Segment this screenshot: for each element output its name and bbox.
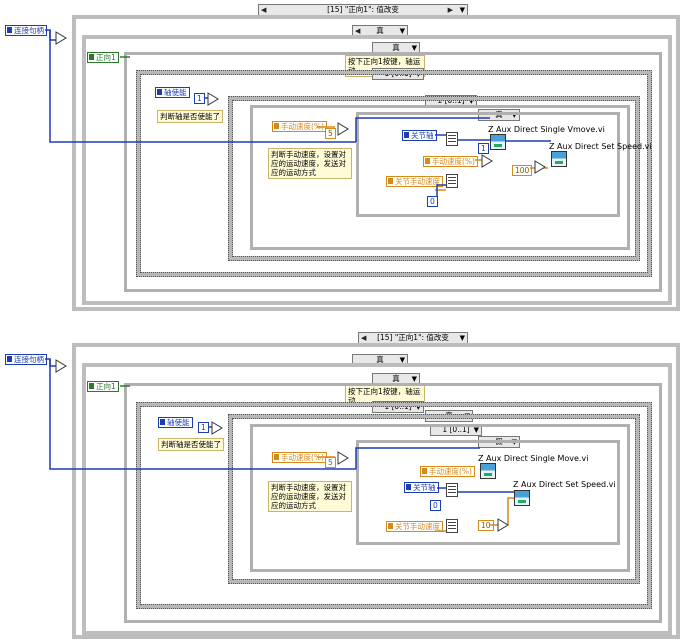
flat-sequence-frame-1	[136, 402, 652, 609]
case-structure-speed	[250, 105, 630, 250]
compare-node-group	[55, 31, 546, 174]
case-structure-speed	[250, 424, 630, 572]
comment-speed: 判断手动速度，设置对应的运动速度，发送对应的运动方式	[268, 481, 352, 512]
decrement-arrow-icon[interactable]: ◀	[261, 6, 267, 14]
case-structure-frame	[82, 363, 672, 635]
inner-case-frame	[356, 112, 620, 217]
joint-manual-speed-control[interactable]: 关节手动速度	[386, 521, 443, 532]
vi-move-icon[interactable]	[490, 134, 506, 150]
index-array-node[interactable]	[446, 132, 458, 146]
axis-enable-label: 轴使能	[164, 88, 187, 97]
compare-node-4	[481, 154, 493, 168]
axis-enable-constant[interactable]: 1	[198, 422, 209, 433]
connect-handle-label: 连接句柄	[14, 355, 44, 364]
chevron-down-icon[interactable]: ▼	[399, 356, 405, 364]
const-zero[interactable]: 0	[427, 196, 438, 207]
manual-speed-label-b: 手动速度(%)	[432, 157, 475, 166]
const-hundred[interactable]: 100	[512, 165, 533, 176]
chevron-down-icon[interactable]: ▼	[459, 334, 465, 342]
case-true-label-2: 真	[392, 374, 400, 383]
inner-case-frame	[356, 440, 620, 545]
joint-axis-label: 关节轴	[413, 483, 436, 492]
const-one[interactable]: 1	[478, 143, 489, 154]
event-structure-frame	[72, 15, 680, 311]
compare-node-5	[534, 160, 546, 174]
case-structure-inner	[124, 52, 662, 292]
joint-manual-speed-label: 关节手动速度	[395, 177, 440, 186]
forward-label: 正向1	[96, 53, 116, 62]
comment-axis: 判断轴是否使能了	[158, 438, 224, 451]
event-structure-frame	[72, 343, 680, 639]
compare-node-3	[337, 122, 349, 136]
vi-move-label: Z Aux Direct Single Vmove.vi	[488, 125, 605, 134]
case-true-label-2: 真	[392, 43, 400, 52]
chevron-down-icon[interactable]: ▼	[415, 403, 421, 411]
forward-control[interactable]: 正向1	[87, 52, 119, 63]
compare-node-group	[55, 359, 509, 532]
compare-node-2	[207, 92, 219, 106]
flat-sequence-frame-1	[136, 70, 652, 277]
manual-speed-control-b[interactable]: 手动速度(%)	[423, 156, 478, 167]
increment-arrow-icon[interactable]: ▶	[447, 6, 453, 14]
diagram-panel-top: ◀ [15] "正向1": 值改变 ▶ ▼ ◀ 真 ▼ 真 ▼ 按下正向1按键，…	[0, 0, 683, 318]
case-structure-frame	[82, 35, 672, 305]
compare-node-4	[497, 518, 509, 532]
flat-sequence-frame-2	[228, 96, 640, 261]
chevron-down-icon[interactable]: ▼	[473, 426, 479, 434]
joint-axis-label: 关节轴	[411, 131, 434, 140]
chevron-down-icon[interactable]: ▼	[511, 111, 517, 119]
case-true-label: 真	[376, 26, 384, 35]
axis-enable-constant[interactable]: 1	[194, 93, 205, 104]
comment-speed: 判断手动速度，设置对应的运动速度，发送对应的运动方式	[268, 148, 352, 179]
manual-speed-control-b[interactable]: 手动速度(%)	[420, 466, 475, 477]
forward-control[interactable]: 正向1	[87, 381, 119, 392]
sequence-label-2: 1 [0..1]	[442, 425, 470, 434]
compare-node-1	[55, 359, 67, 373]
decrement-arrow-icon[interactable]: ◀	[361, 334, 367, 342]
index-array-node[interactable]	[446, 483, 458, 497]
case-true-label: 真	[376, 355, 384, 364]
wires-bottom	[45, 358, 514, 532]
vi-speed-label: Z Aux Direct Set Speed.vi	[513, 480, 616, 489]
compare-node-2	[211, 421, 223, 435]
axis-enable-control[interactable]: 轴使能	[158, 417, 193, 428]
manual-speed-label: 手动速度(%)	[281, 122, 324, 131]
chevron-down-icon[interactable]: ▼	[399, 27, 405, 35]
axis-enable-control[interactable]: 轴使能	[155, 87, 190, 98]
vi-speed-icon[interactable]	[551, 151, 567, 167]
vi-speed-label: Z Aux Direct Set Speed.vi	[549, 142, 652, 151]
axis-enable-label: 轴使能	[167, 418, 190, 427]
manual-speed-label-b: 手动速度(%)	[429, 467, 472, 476]
const-one[interactable]: 0	[430, 500, 441, 511]
flat-sequence-frame-2	[228, 414, 640, 584]
joint-manual-speed-control[interactable]: 关节手动速度	[386, 176, 443, 187]
event-case-label: [15] "正向1": 值改变	[327, 5, 399, 14]
vi-move-icon[interactable]	[480, 463, 496, 479]
vi-move-label: Z Aux Direct Single Move.vi	[478, 454, 589, 463]
vi-speed-icon[interactable]	[514, 490, 530, 506]
diagram-panel-bottom: ◀ [15] "正向1": 值改变 ▼ 真 ▼ 真 ▼ 按下正向1按键，轴运动 …	[0, 326, 683, 642]
comment-axis: 判断轴是否使能了	[157, 110, 223, 123]
index-array-node-2[interactable]	[446, 174, 458, 188]
compare-node-1	[55, 31, 67, 45]
case-structure-inner	[124, 383, 662, 623]
chevron-down-icon[interactable]: ▼	[468, 97, 474, 105]
chevron-down-icon[interactable]: ▼	[411, 44, 417, 52]
case-true-selector[interactable]: ◀ 真 ▼	[352, 25, 408, 37]
speed-threshold-constant[interactable]: 5	[325, 128, 336, 139]
connect-handle-label: 连接句柄	[14, 26, 44, 35]
wires-top	[45, 29, 551, 196]
joint-manual-speed-label: 关节手动速度	[395, 522, 440, 531]
forward-label: 正向1	[96, 382, 116, 391]
decrement-arrow-icon[interactable]: ◀	[355, 27, 361, 35]
index-array-node-2[interactable]	[446, 519, 458, 533]
chevron-down-icon[interactable]: ▼	[411, 375, 417, 383]
compare-node-3	[337, 451, 349, 465]
event-case-label: [15] "正向1": 值改变	[377, 333, 449, 342]
chevron-down-icon[interactable]: ▼	[459, 6, 465, 14]
manual-speed-label: 手动速度(%)	[281, 453, 324, 462]
